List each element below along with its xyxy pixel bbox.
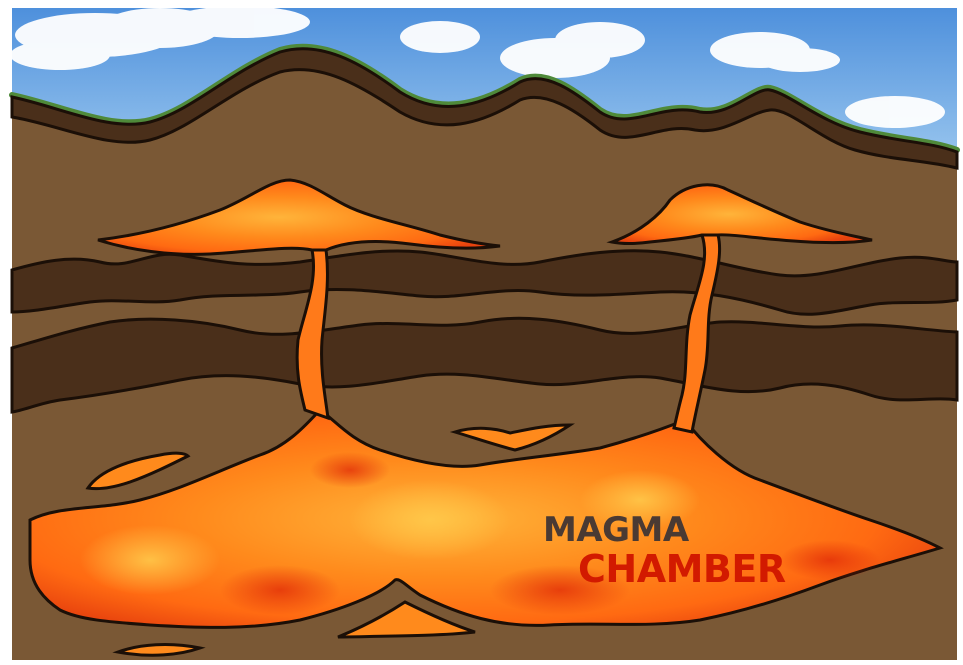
label-magma: MAGMA (543, 510, 690, 550)
label-chamber: CHAMBER (578, 547, 786, 591)
